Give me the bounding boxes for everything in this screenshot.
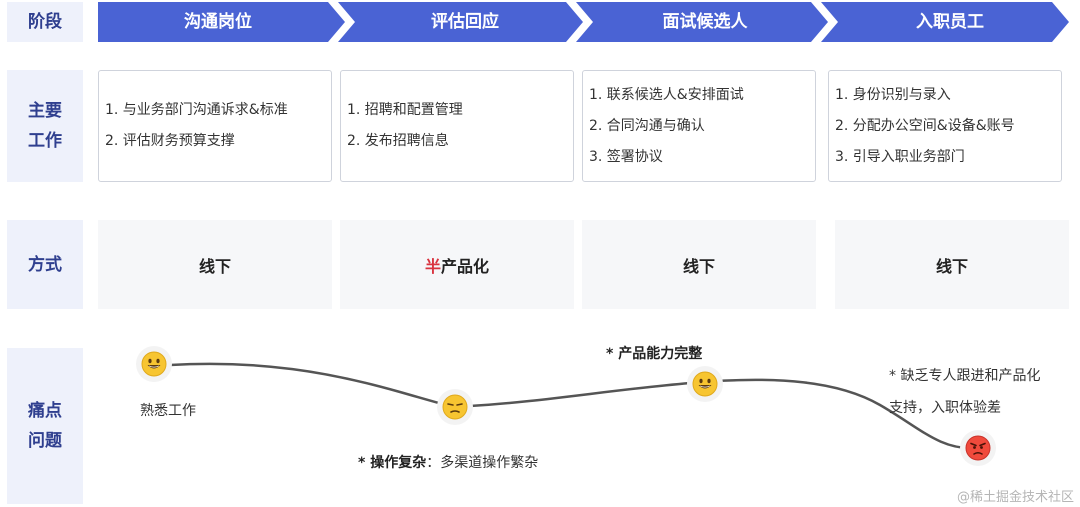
task-item: 2. 发布招聘信息 (347, 133, 449, 149)
task-item: 3. 引导入职业务部门 (835, 148, 965, 165)
grinning-face-icon (136, 346, 172, 382)
task-item: 2. 分配办公空间&设备&账号 (835, 117, 1015, 134)
task-item: 2. 合同沟通与确认 (589, 117, 705, 134)
task-box-4: 1. 身份识别与录入 2. 分配办公空间&设备&账号 3. 引导入职业务部门 (828, 70, 1062, 182)
stage-title-1: 沟通岗位 (184, 12, 252, 32)
method-text: 线下 (198, 256, 231, 276)
stage-arrow-3 (576, 2, 828, 42)
pain-line: * 缺乏专人跟进和产品化 (889, 368, 1041, 384)
row-label-pain-points: 痛点 问题 (7, 348, 83, 504)
pain-line: 支持，入职体验差 (889, 400, 1001, 416)
method-text: 线下 (682, 256, 715, 276)
unamused-face-icon (437, 389, 473, 425)
stage-title-2: 评估回应 (431, 12, 499, 32)
task-box-1: 1. 与业务部门沟通诉求&标准 2. 评估财务预算支撑 (98, 70, 332, 182)
row-label-stage: 阶段 (7, 2, 83, 42)
row-label-method: 方式 (7, 220, 83, 309)
task-box-2: 1. 招聘和配置管理 2. 发布招聘信息 (340, 70, 574, 182)
task-box-3: 1. 联系候选人&安排面试 2. 合同沟通与确认 3. 签署协议 (582, 70, 816, 182)
method-box-4: 线下 (835, 220, 1069, 309)
task-item: 1. 身份识别与录入 (835, 86, 951, 103)
method-box-1: 线下 (98, 220, 332, 309)
task-item: 3. 签署协议 (589, 148, 663, 165)
pain-text-2: * 操作复杂：多渠道操作繁杂 (358, 452, 538, 472)
pain-text-1: 熟悉工作 (140, 403, 196, 419)
stage-arrow-2 (338, 2, 583, 42)
task-item: 1. 联系候选人&安排面试 (589, 86, 744, 103)
angry-face-icon (960, 430, 996, 466)
method-text: 线下 (935, 256, 968, 276)
stage-arrow-1 (98, 2, 345, 42)
pain-text-3: * 产品能力完整 (606, 346, 703, 362)
row-label-main-work: 主要 工作 (7, 70, 83, 182)
watermark: @稀土掘金技术社区 (956, 490, 1074, 505)
stage-title-4: 入职员工 (916, 12, 984, 32)
pain-text-4: * 缺乏专人跟进和产品化 支持，入职体验差 (889, 360, 1040, 424)
stage-arrow-bar (98, 2, 1069, 42)
task-item: 2. 评估财务预算支撑 (105, 133, 235, 149)
grinning-face-icon (687, 366, 723, 402)
method-accent-text: 半 (424, 256, 441, 276)
task-item: 1. 招聘和配置管理 (347, 102, 463, 118)
pain-detail: ：多渠道操作繁杂 (426, 455, 539, 471)
method-text: 产品化 (441, 256, 490, 276)
stage-title-3: 面试候选人 (662, 12, 748, 32)
method-box-3: 线下 (582, 220, 816, 309)
stage-arrow-4 (821, 2, 1069, 42)
pain-bold: * 操作复杂 (358, 455, 427, 471)
task-item: 1. 与业务部门沟通诉求&标准 (105, 102, 288, 118)
method-box-2: 半产品化 (340, 220, 574, 309)
